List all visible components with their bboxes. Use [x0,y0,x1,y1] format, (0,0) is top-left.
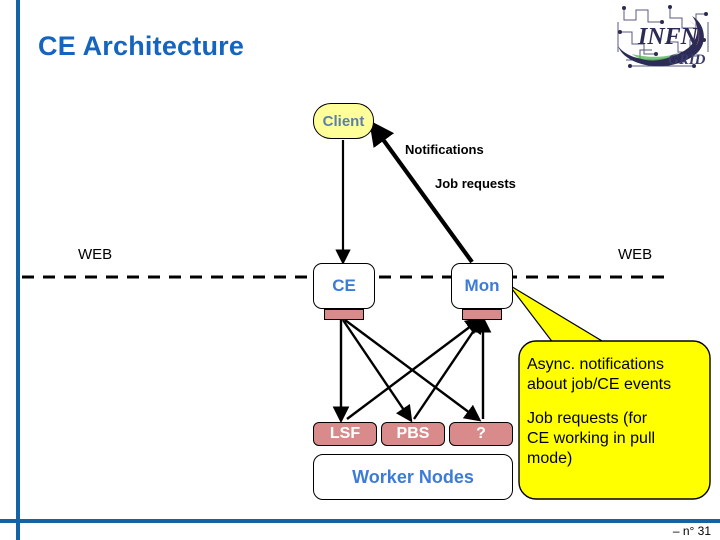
svg-text:GRID: GRID [668,52,706,68]
label-web-right: WEB [618,246,653,263]
node-ce[interactable]: CE [313,263,375,309]
infn-grid-logo: INFN GRID [610,2,716,74]
node-ce-base [324,309,364,320]
node-pbs[interactable]: PBS [381,422,445,446]
node-worker-nodes[interactable]: Worker Nodes [313,454,513,500]
callout-line-4: CE working in pull [527,430,656,447]
page-number: – n° 31 [672,524,711,538]
arrow-lsf-to-mon [346,317,483,420]
callout-line-2: about job/CE events [527,376,672,393]
arrow-pbs-to-mon [413,316,484,420]
node-mon-base [462,309,502,320]
callout-bubble [508,284,711,500]
label-notifications: Notifications [405,142,484,157]
left-accent-rule [16,0,20,540]
page-title: CE Architecture [38,31,245,61]
label-web-left: WEB [78,246,113,263]
callout-line-5: mode) [527,450,573,467]
callout-line-1: Async. notifications [527,356,664,373]
node-client[interactable]: Client [313,103,374,139]
arrow-ce-to-pbs [342,319,413,423]
node-mon[interactable]: Mon [451,263,513,309]
callout-spacer [527,395,703,409]
callout-line-3: Job requests (for [527,410,648,427]
label-job-requests: Job requests [435,176,516,191]
node-unknown-batch-system[interactable]: ? [449,422,513,446]
arrow-mon-to-client [369,120,474,264]
bottom-accent-rule [0,519,720,523]
svg-text:INFN: INFN [637,24,700,50]
node-lsf[interactable]: LSF [313,422,377,446]
callout-text-block: Async. notifications about job/CE events… [527,355,703,469]
